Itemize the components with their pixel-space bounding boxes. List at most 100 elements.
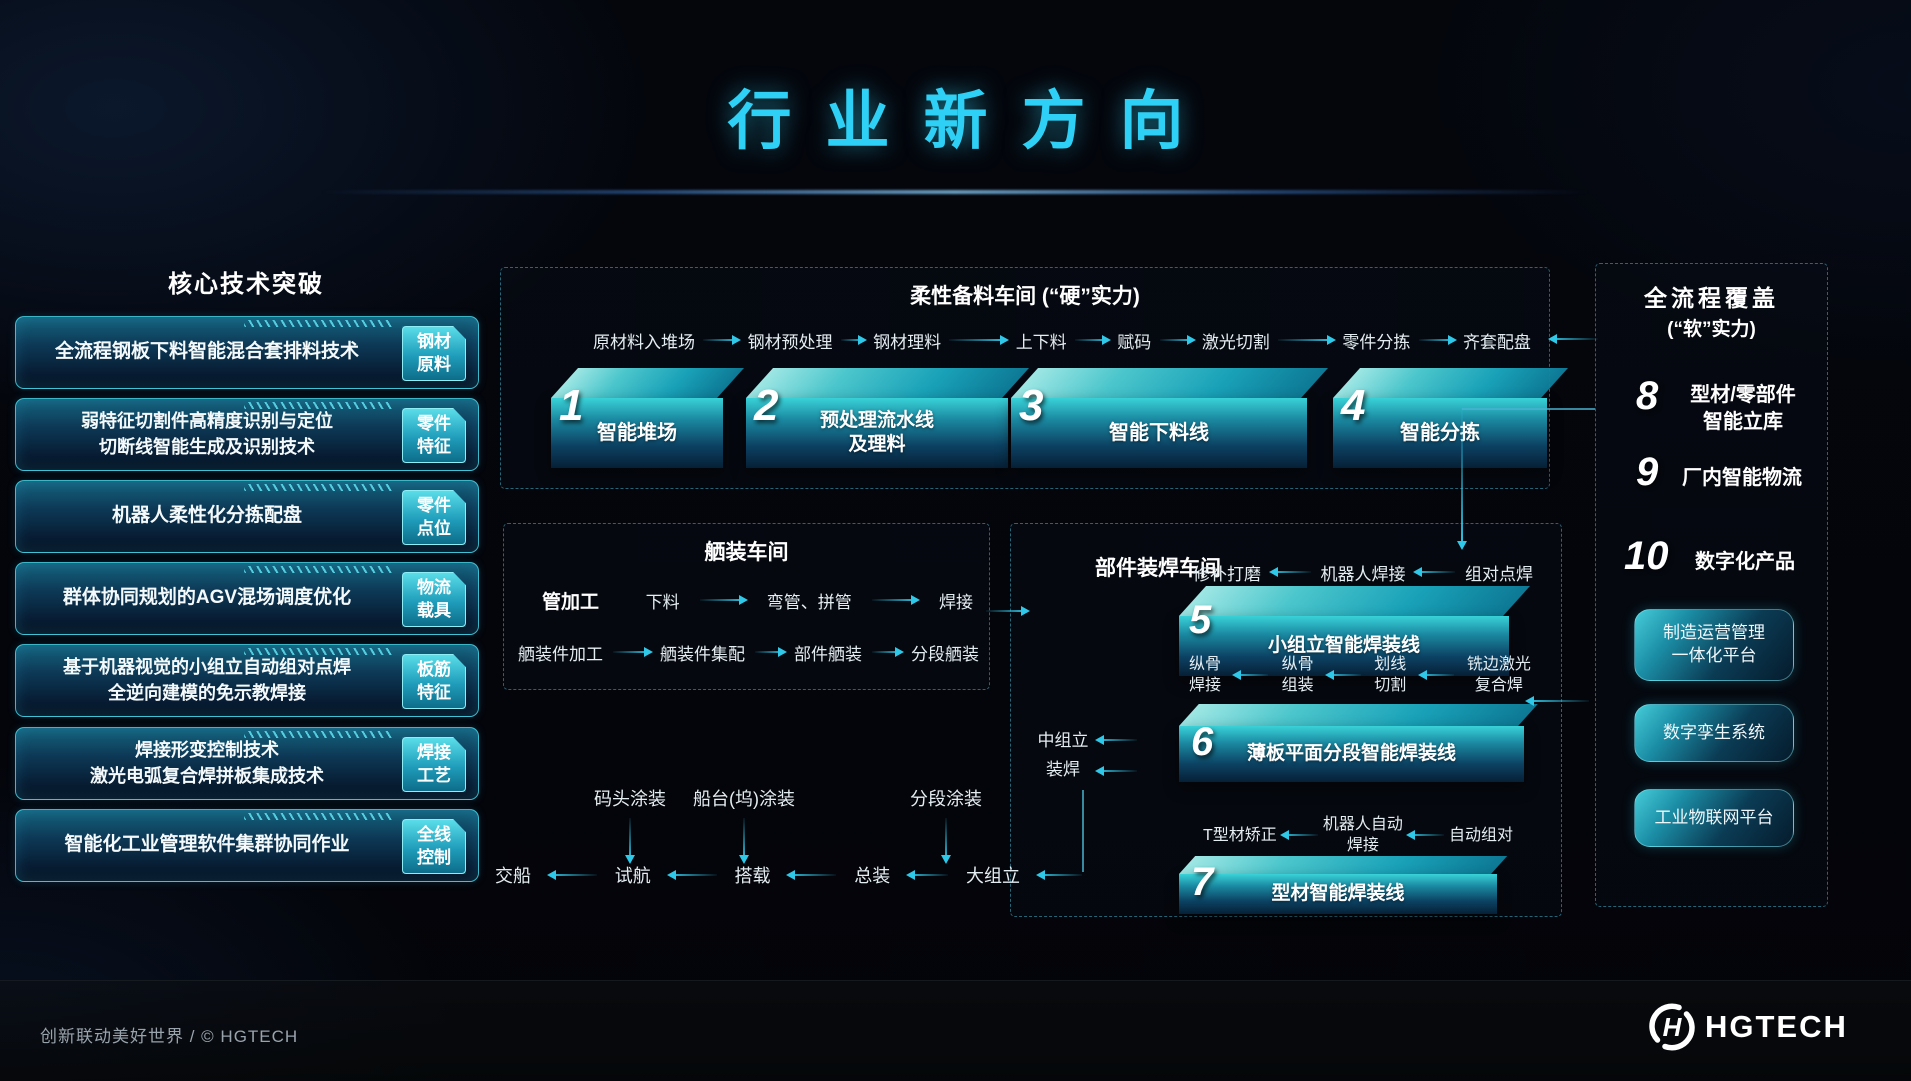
title-glow-line: [320, 190, 1590, 194]
page-title: 行业新方向: [727, 85, 1218, 157]
box-top-face: [1011, 368, 1329, 398]
station-number: 1: [559, 381, 584, 430]
platform-button-iiot[interactable]: 工业物联网平台: [1634, 789, 1794, 847]
tech-card-text: 机器人柔性化分拣配盘: [111, 505, 302, 527]
station-box-smart-sorting: 智能分拣 4: [1333, 368, 1569, 468]
sidebar-heading: 核心技术突破: [168, 271, 324, 298]
arrow-right-icon: [872, 595, 921, 605]
box-top-face: [1179, 586, 1531, 616]
flow-step: 赋码: [1117, 332, 1152, 352]
outfit-flow-row-1: 管加工 下料 弯管、拼管 焊接: [542, 588, 973, 613]
arrow-right-icon: [1278, 335, 1337, 345]
box-top-face: [1179, 856, 1508, 874]
panel-outfitting-workshop: 舾装车间 管加工 下料 弯管、拼管 焊接 舾装件加工 舾装件集配 部件舾装 分段…: [503, 523, 990, 690]
arrow-down-icon: [739, 818, 749, 864]
platform-button-mom[interactable]: 制造运营管理 一体化平台: [1634, 609, 1794, 681]
arrow-right-icon: [703, 335, 742, 345]
flow-step: 原材料入堆场: [593, 332, 695, 352]
arrow-right-icon: [754, 647, 787, 657]
arrow-left-icon: [786, 870, 837, 880]
connector-line: [1082, 790, 1084, 872]
flow-step: 纵骨 焊接: [1189, 656, 1222, 694]
paint-step-label: 船台(坞)涂装: [693, 789, 795, 809]
box-front-face: 小组立智能焊装线: [1179, 616, 1509, 676]
station-label: 智能下料线: [1109, 421, 1209, 444]
hgtech-logo-icon: H: [1649, 1003, 1695, 1051]
tech-card-text: 群体协同规划的AGV混场调度优化: [62, 587, 352, 609]
arrow-left-icon: [1417, 670, 1454, 680]
box-front-face: 薄板平面分段智能焊装线: [1179, 726, 1524, 782]
arrow-right-icon: [1074, 335, 1111, 345]
tech-card-nesting: 全流程钢板下料智能混合套排料技术 钢材 原料: [15, 316, 479, 389]
tech-card-tag: 物流 载具: [402, 572, 466, 627]
flow-step: 上下料: [1015, 332, 1067, 352]
coverage-number: 10: [1624, 534, 1669, 578]
arrow-left-icon: [666, 870, 717, 880]
arrow-left-icon: [1324, 670, 1361, 680]
coverage-label: 厂内智能物流: [1682, 467, 1802, 489]
arrow-left-icon: [546, 870, 597, 880]
station-number: 2: [754, 381, 779, 430]
flow-step: 舾装件集配: [660, 644, 745, 664]
panel-full-process-coverage: 全流程覆盖 (“软”实力) 8 型材/零部件 智能立库 9 厂内智能物流 10 …: [1595, 263, 1828, 907]
arrow-left-icon: [1525, 696, 1589, 706]
tech-card-tag: 零件 点位: [402, 490, 466, 545]
box-front-face: 预处理流水线 及理料: [746, 398, 1008, 468]
box-top-face: [746, 368, 1030, 398]
brand-logo: H HGTECH: [1648, 1003, 1848, 1051]
flow-step: 纵骨 组装: [1281, 656, 1314, 694]
station-box-pretreatment: 预处理流水线 及理料 2: [746, 368, 1030, 468]
coverage-label: 型材/零部件 智能立库: [1690, 384, 1796, 433]
station-box-small-assembly: 小组立智能焊装线 5: [1179, 586, 1531, 676]
flow-step: 齐套配盘: [1462, 332, 1531, 352]
flow-step: 搭载: [734, 866, 771, 886]
arrow-left-icon: [1095, 766, 1137, 776]
hatch-decoration-icon: [244, 566, 394, 573]
tech-card-text: 智能化工业管理软件集群协同作业: [64, 834, 350, 856]
station-number: 7: [1191, 860, 1214, 904]
flow-step: 修补打磨: [1193, 564, 1261, 584]
station-number: 4: [1341, 381, 1366, 430]
station-label: 薄板平面分段智能焊装线: [1246, 743, 1456, 765]
arrow-left-icon: [1548, 334, 1598, 344]
flow-step: 部件舾装: [794, 644, 862, 664]
arrow-left-icon: [1268, 567, 1311, 577]
coverage-number: 8: [1636, 374, 1659, 418]
hatch-decoration-icon: [244, 813, 394, 820]
platform-button-digital-twin[interactable]: 数字孪生系统: [1634, 704, 1794, 762]
station-box-cutting-line: 智能下料线 3: [1011, 368, 1329, 468]
station-label: 小组立智能焊装线: [1267, 635, 1420, 657]
panel-title: 部件装焊车间: [1095, 557, 1221, 580]
station-box-thin-plate-line: 薄板平面分段智能焊装线 6: [1179, 704, 1538, 782]
tech-card-sorting: 机器人柔性化分拣配盘 零件 点位: [15, 480, 479, 553]
hatch-decoration-icon: [244, 320, 394, 327]
flow-step: 舾装件加工: [518, 644, 603, 664]
box-top-face: [1333, 368, 1569, 398]
tech-card-tag: 零件 特征: [402, 408, 466, 463]
flow-step: 下料: [645, 592, 680, 612]
flow-step: 零件分拣: [1342, 332, 1411, 352]
tech-card-recognition: 弱特征切割件高精度识别与定位 切断线智能生成及识别技术 零件 特征: [15, 398, 479, 471]
arrow-left-icon: [1232, 670, 1269, 680]
station7-steps: T型材矫正 机器人自动 焊接 自动组对: [1203, 812, 1513, 858]
station-label: 智能分拣: [1400, 421, 1480, 444]
panel-title: 柔性备料车间 (“硬”实力): [910, 285, 1140, 308]
flow-step: 大组立: [966, 866, 1020, 886]
tech-card-tag: 钢材 原料: [402, 326, 466, 381]
station-label: 智能堆场: [597, 421, 677, 444]
flow-step: 机器人自动 焊接: [1322, 816, 1403, 854]
flow-step: 机器人焊接: [1320, 564, 1406, 584]
hatch-decoration-icon: [244, 484, 394, 491]
tech-card-tag: 焊接 工艺: [402, 737, 466, 792]
flow-step: 自动组对: [1448, 826, 1513, 844]
mid-assembly-label: 中组立 装焊: [1037, 731, 1089, 779]
hatch-decoration-icon: [244, 731, 394, 738]
tech-card-vision-welding: 基于机器视觉的小组立自动组对点焊 全逆向建模的免示教焊接 板筋 特征: [15, 644, 479, 717]
svg-text:H: H: [1663, 1012, 1683, 1042]
arrow-right-icon: [840, 335, 867, 345]
station5-steps: 修补打磨 机器人焊接 组对点焊: [1193, 560, 1533, 584]
box-front-face: 智能下料线: [1011, 398, 1307, 468]
paint-step-label: 码头涂装: [594, 789, 666, 809]
arrow-right-icon: [1418, 335, 1457, 345]
